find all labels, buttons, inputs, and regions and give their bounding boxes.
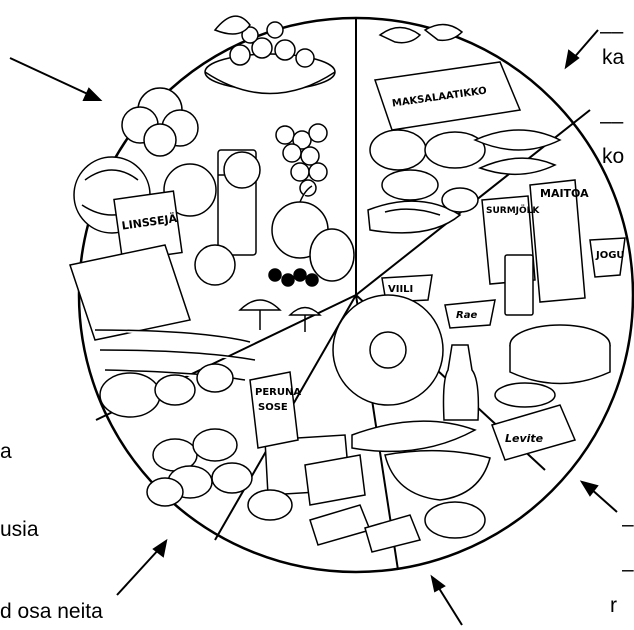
arrow-icon xyxy=(582,482,617,512)
label-viili: VIILI xyxy=(388,284,413,295)
label-sose: SOSE xyxy=(258,402,288,413)
label-top-right-1: ka xyxy=(602,46,624,70)
label-maitoa: MAITOA xyxy=(540,187,589,200)
label-bottom-right-2: r xyxy=(610,594,617,618)
label-top-right-2: ko xyxy=(602,145,624,169)
label-peruna: PERUNA xyxy=(255,387,301,398)
label-left-1: a xyxy=(0,440,12,464)
label-left-2: usia xyxy=(0,518,39,542)
label-top-right-dash-2: –– xyxy=(600,110,623,134)
label-surmjolk: SURMJÖLK xyxy=(486,205,540,216)
arrow-icon xyxy=(117,541,166,595)
arrow-icon xyxy=(10,58,100,100)
arrow-icon xyxy=(566,30,598,67)
label-bottom-right-dash-1: – xyxy=(622,513,634,537)
label-rae: Rae xyxy=(456,310,477,321)
label-top-right-dash-1: –– xyxy=(600,20,623,44)
label-levite: Levite xyxy=(505,432,544,445)
arrow-icon xyxy=(432,577,462,625)
label-jogu: JOGU xyxy=(595,250,625,261)
label-bottom-left: d osa neita xyxy=(0,600,103,624)
label-bottom-right-dash-2: – xyxy=(622,558,634,582)
